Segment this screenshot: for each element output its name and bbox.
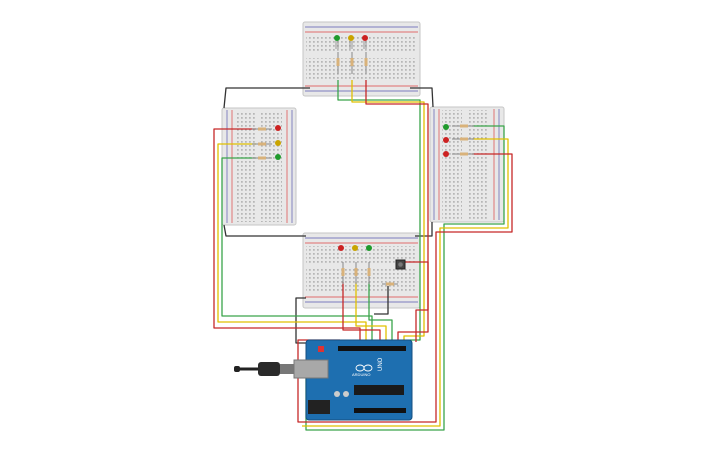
wire-green[interactable] [368,282,393,348]
wire-yellow[interactable] [355,282,387,348]
resistor[interactable] [452,137,474,141]
wire-red[interactable] [342,282,381,348]
resistor[interactable] [382,282,398,286]
arduino-brand-label: ARDUINO [352,372,370,377]
wire-black-ground[interactable] [410,87,434,108]
led-green[interactable] [334,35,340,49]
breadboard-left[interactable] [221,107,297,226]
wire-green[interactable] [221,157,373,348]
leds-right [443,124,474,157]
arduino-model-label: UNO [378,357,384,371]
resistor[interactable] [350,52,354,74]
wire-yellow[interactable] [351,80,425,348]
wire-black[interactable] [374,286,389,315]
led-green[interactable] [366,245,372,251]
resistor[interactable] [341,262,345,284]
wire-yellow[interactable] [217,143,367,348]
wire-black-ground[interactable] [415,222,433,237]
wires [213,80,513,431]
leds-bottom [338,245,398,286]
breadboard-bottom[interactable] [302,232,421,309]
wire-black-ground[interactable] [223,224,306,237]
arduino-infinity-icon [355,364,373,372]
led-yellow[interactable] [348,35,354,49]
wire-red[interactable] [297,153,513,423]
usb-cable-icon[interactable] [234,362,294,376]
led-yellow[interactable] [352,245,358,251]
resistor[interactable] [452,152,474,156]
led-red[interactable] [362,35,368,49]
leds-left [252,125,281,160]
leds-top [334,35,368,74]
resistor[interactable] [367,262,371,284]
breadboard-right[interactable] [429,106,505,223]
led-green[interactable] [275,154,281,160]
led-red[interactable] [443,151,449,157]
arduino-board[interactable]: UNO ARDUINO [293,339,413,421]
led-green[interactable] [443,124,449,130]
resistor[interactable] [252,156,272,160]
led-red[interactable] [275,125,281,131]
led-yellow[interactable] [275,140,281,146]
resistor[interactable] [336,52,340,74]
pushbutton-icon[interactable] [395,259,406,270]
wire-red[interactable] [365,80,429,348]
resistor[interactable] [252,127,272,131]
breadboard-top[interactable] [302,21,421,97]
resistor[interactable] [364,52,368,74]
wire-red[interactable] [402,261,429,342]
resistor[interactable] [252,142,272,146]
led-red[interactable] [443,137,449,143]
wire-yellow[interactable] [302,138,509,427]
wire-red[interactable] [213,128,361,348]
resistor[interactable] [452,124,474,128]
led-red[interactable] [338,245,344,251]
resistor[interactable] [354,262,358,284]
wire-green[interactable] [305,125,505,431]
wire-black-ground[interactable] [223,87,310,109]
